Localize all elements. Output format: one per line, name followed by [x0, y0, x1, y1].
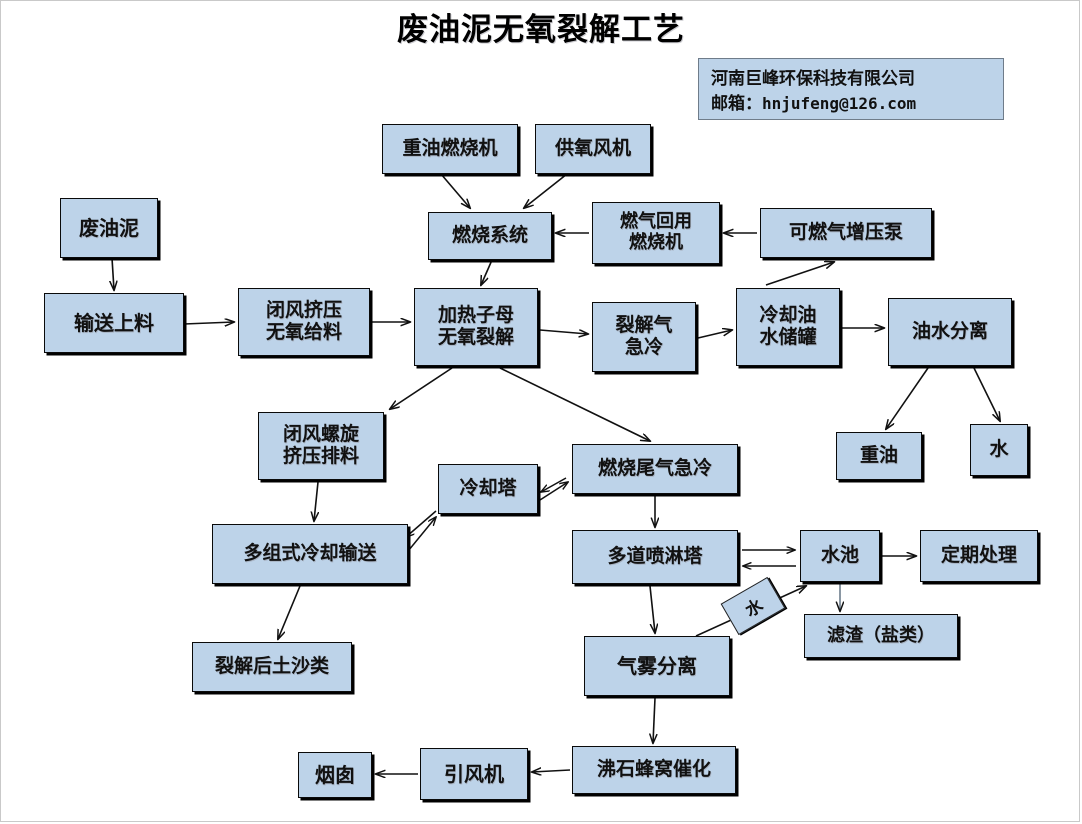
node-airlock-screw-discharge[interactable]: 闭风螺旋 挤压排料 — [258, 412, 384, 480]
edge-label-water: 水 — [720, 576, 786, 636]
node-chimney[interactable]: 烟囱 — [298, 752, 372, 798]
node-cooling-tower[interactable]: 冷却塔 — [438, 464, 538, 514]
node-heavy-oil[interactable]: 重油 — [836, 432, 922, 480]
node-airlock-extrusion-feed[interactable]: 闭风挤压 无氧给料 — [238, 288, 370, 356]
node-water-output[interactable]: 水 — [970, 424, 1028, 476]
company-email-line: 邮箱：hnjufeng@126.com — [711, 92, 991, 117]
node-heavy-oil-burner[interactable]: 重油燃烧机 — [382, 124, 518, 174]
node-pyrolysis-gas-quench[interactable]: 裂解气 急冷 — [592, 302, 696, 372]
node-combustion-system[interactable]: 燃烧系统 — [428, 212, 552, 260]
edge-label-water-text: 水 — [741, 595, 767, 622]
node-flue-gas-quench[interactable]: 燃烧尾气急冷 — [572, 444, 738, 494]
company-name: 河南巨峰环保科技有限公司 — [711, 69, 915, 89]
node-pyrolysis-soil-sand[interactable]: 裂解后土沙类 — [192, 642, 352, 692]
node-cooling-oil-water-tank[interactable]: 冷却油 水储罐 — [736, 288, 840, 366]
node-heating-pyrolysis[interactable]: 加热子母 无氧裂解 — [414, 288, 538, 366]
node-combustible-gas-pump[interactable]: 可燃气增压泵 — [760, 208, 932, 258]
node-oil-water-separation[interactable]: 油水分离 — [888, 298, 1012, 366]
node-conveying-feeding[interactable]: 输送上料 — [44, 293, 184, 353]
node-multi-stage-spray-tower[interactable]: 多道喷淋塔 — [572, 530, 738, 584]
node-induced-draft-fan[interactable]: 引风机 — [420, 748, 528, 800]
node-water-pool[interactable]: 水池 — [800, 530, 880, 582]
email-value: hnjufeng@126.com — [762, 93, 917, 113]
node-gas-reuse-burner[interactable]: 燃气回用 燃烧机 — [592, 202, 720, 264]
node-periodic-treatment[interactable]: 定期处理 — [920, 530, 1038, 582]
page-title: 废油泥无氧裂解工艺 — [397, 12, 685, 48]
node-filter-residue-salts[interactable]: 滤渣（盐类） — [804, 614, 958, 658]
node-multi-group-cooling[interactable]: 多组式冷却输送 — [212, 524, 408, 584]
email-label: 邮箱： — [711, 93, 762, 114]
node-zeolite-honeycomb[interactable]: 沸石蜂窝催化 — [572, 746, 736, 794]
node-oxygen-supply-fan[interactable]: 供氧风机 — [535, 124, 651, 174]
company-info-panel: 河南巨峰环保科技有限公司 邮箱：hnjufeng@126.com — [698, 58, 1004, 120]
node-mist-separation[interactable]: 气雾分离 — [584, 636, 730, 696]
node-waste-oil-sludge[interactable]: 废油泥 — [60, 198, 158, 258]
